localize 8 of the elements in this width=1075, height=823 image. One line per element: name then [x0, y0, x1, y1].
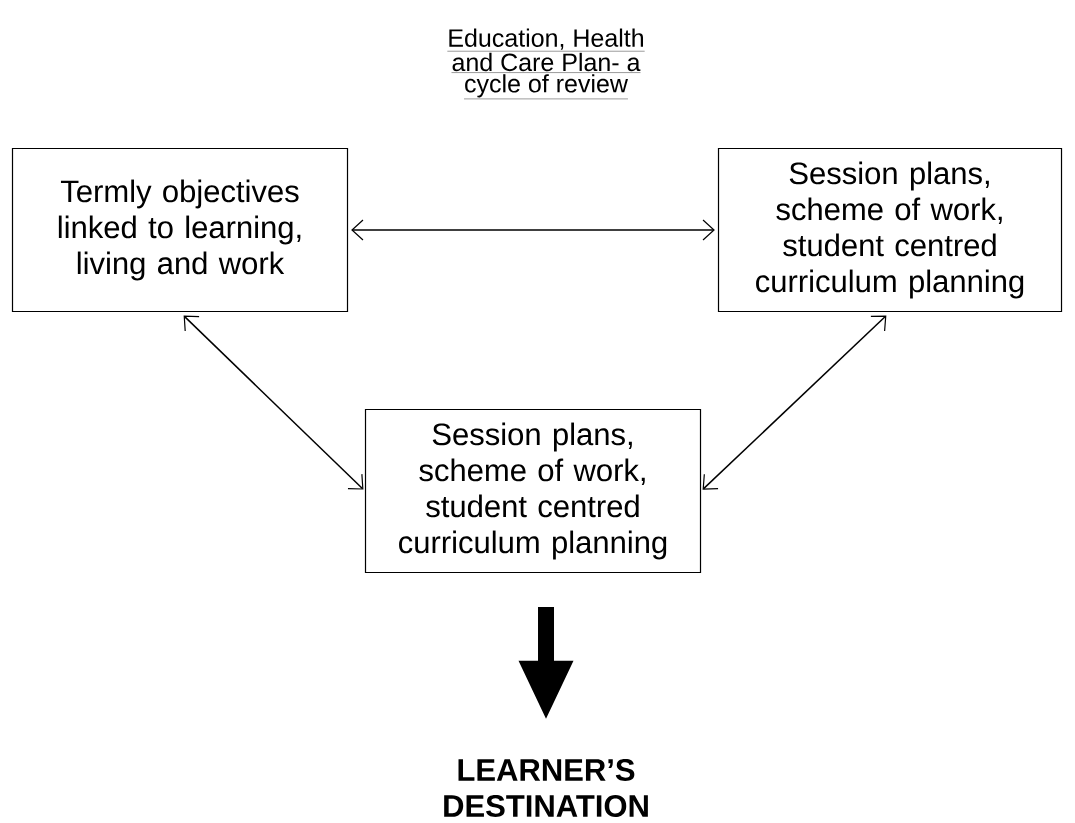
process-box: Session plans, scheme of work, student centred curriculum planning	[364, 408, 702, 574]
process-box: Termly objectives linked to learning, living and work	[11, 147, 349, 313]
arrow	[183, 315, 364, 490]
destination-text: LEARNER’S DESTINATION	[444, 759, 648, 817]
arrow	[702, 315, 887, 490]
title: Education, Health and Care Plan- a cycle of review	[447, 28, 645, 100]
process-box: Session plans, scheme of work, student centred curriculum planning	[717, 147, 1063, 313]
arrow	[351, 219, 715, 241]
